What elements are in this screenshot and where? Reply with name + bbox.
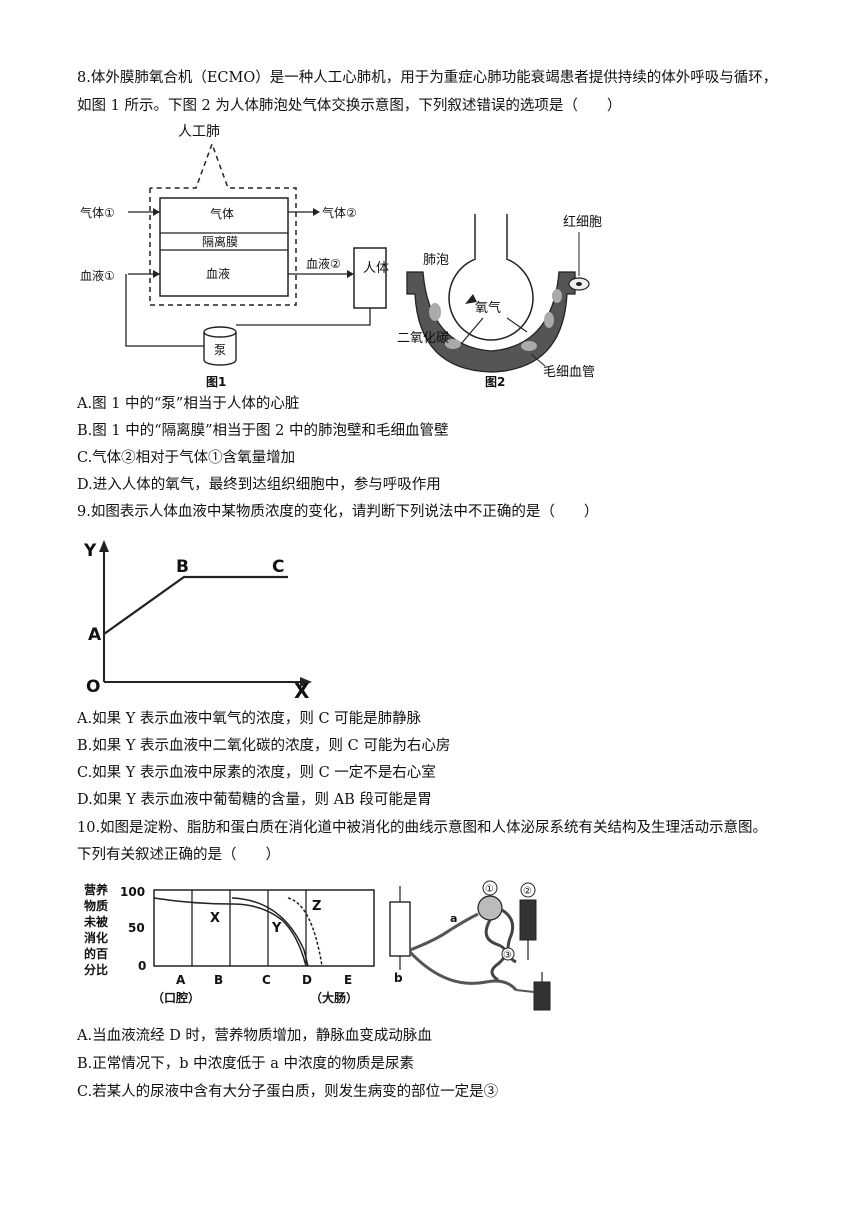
svg-text:B: B xyxy=(214,973,223,987)
label-gas-out: 气体② xyxy=(322,205,357,220)
curve-y xyxy=(231,897,309,967)
label-a: a xyxy=(450,912,457,925)
curve-x xyxy=(153,897,307,967)
glomerulus xyxy=(477,895,503,921)
x-note-mouth: （口腔） xyxy=(152,990,200,1005)
graph-origin-label: O xyxy=(86,677,100,697)
point-a-label: A xyxy=(88,625,102,645)
marker-3: ③ xyxy=(503,950,512,961)
figure-2-caption: 图2 xyxy=(485,375,505,389)
label-curve-y: Y xyxy=(271,921,282,936)
q8-option-d: D.进入人体的氧气，最终到达组织细胞中，参与呼吸作用 xyxy=(77,477,441,493)
y-tick-100: 100 xyxy=(120,885,145,899)
svg-text:消化: 消化 xyxy=(84,930,108,945)
tube-b xyxy=(389,901,411,957)
label-gas-in: 气体① xyxy=(80,205,115,220)
q9-option-b: B.如果 Y 表示血液中二氧化碳的浓度，则 C 可能为右心房 xyxy=(77,738,451,754)
figure-kidney-nephron: b a ① ③ ② xyxy=(389,880,551,1011)
graph-x-axis-label: X xyxy=(294,679,310,702)
label-curve-x: X xyxy=(210,911,220,926)
label-blood-in: 血液① xyxy=(80,268,115,283)
label-curve-z: Z xyxy=(312,899,321,914)
svg-text:分比: 分比 xyxy=(84,962,108,977)
label-b: b xyxy=(394,971,403,985)
label-blood-out: 血液② xyxy=(306,256,341,271)
label-capillary: 毛细血管 xyxy=(543,365,595,380)
q9-stem: 9.如图表示人体血液中某物质浓度的变化，请判断下列说法中不正确的是（ ） xyxy=(77,504,599,520)
x-note-large-intestine: （大肠） xyxy=(310,990,358,1005)
label-co2: 二氧化碳 xyxy=(397,331,449,346)
label-chamber-blood: 血液 xyxy=(206,266,230,281)
q8-option-a: A.图 1 中的“泵”相当于人体的心脏 xyxy=(77,396,300,412)
q8-option-b: B.图 1 中的“隔离膜”相当于图 2 中的肺泡壁和毛细血管壁 xyxy=(77,423,449,439)
q8-option-c: C.气体②相对于气体①含氧量增加 xyxy=(77,450,296,466)
chart-x-ticks: A B C D E xyxy=(176,973,352,987)
tube-lower xyxy=(533,981,551,1011)
q10-stem-line2: 下列有关叙述正确的是（ ） xyxy=(77,847,280,863)
figure-q9-graph: Y O X A B C xyxy=(83,540,312,702)
svg-text:A: A xyxy=(176,973,186,987)
lung-chamber xyxy=(159,197,289,297)
q9-option-c: C.如果 Y 表示血液中尿素的浓度，则 C 一定不是右心室 xyxy=(77,765,436,781)
q8-stem-line1: 8.体外膜肺氧合机（ECMO）是一种人工心肺机，用于为重症心肺功能衰竭患者提供持… xyxy=(77,70,778,86)
figure-2-alveolus: 红细胞 肺泡 氧气 二氧化碳 毛细血管 图2 xyxy=(397,214,602,389)
point-b-label: B xyxy=(176,557,189,577)
graph-y-axis-label: Y xyxy=(83,541,97,561)
figure-1-ecmo: 人工肺 气体 隔离膜 血液 气体① 气体② 血液① 血液② 人体 泵 图1 xyxy=(80,124,389,389)
q8-stem-line2: 如图 1 所示。下图 2 为人体肺泡处气体交换示意图，下列叙述错误的选项是（ ） xyxy=(77,98,622,114)
point-c-label: C xyxy=(272,557,284,577)
svg-text:营养: 营养 xyxy=(84,882,108,897)
svg-text:未被: 未被 xyxy=(83,914,109,929)
q9-option-a: A.如果 Y 表示血液中氧气的浓度，则 C 可能是肺静脉 xyxy=(77,711,422,727)
body-box xyxy=(353,247,387,309)
label-rbc: 红细胞 xyxy=(563,214,602,230)
figure-digestion-chart: 营养 物质 未被 消化 的百 分比 100 50 0 X Y Z A B C D… xyxy=(83,882,375,1005)
artificial-lung-outline xyxy=(149,141,297,306)
marker-2: ② xyxy=(523,886,532,897)
chart-frame xyxy=(153,889,375,967)
svg-text:物质: 物质 xyxy=(84,898,108,913)
y-tick-50: 50 xyxy=(128,921,145,935)
label-oxygen: 氧气 xyxy=(475,300,501,316)
tube-2 xyxy=(519,899,537,941)
q10-stem-line1: 10.如图是淀粉、脂肪和蛋白质在消化道中被消化的曲线示意图和人体泌尿系统有关结构… xyxy=(77,820,768,836)
y-tick-0: 0 xyxy=(138,959,146,973)
curve-z xyxy=(287,897,323,967)
label-alveolus: 肺泡 xyxy=(423,253,449,268)
svg-text:的百: 的百 xyxy=(84,946,108,961)
figure-1-caption: 图1 xyxy=(206,375,226,389)
q10-option-c: C.若某人的尿液中含有大分子蛋白质，则发生病变的部位一定是③ xyxy=(77,1084,499,1100)
svg-text:E: E xyxy=(344,973,352,987)
marker-1: ① xyxy=(485,884,494,895)
svg-text:D: D xyxy=(302,973,312,987)
concentration-line xyxy=(103,575,288,635)
label-body: 人体 xyxy=(363,261,389,276)
q10-option-a: A.当血液流经 D 时，营养物质增加，静脉血变成动脉血 xyxy=(77,1028,432,1044)
label-membrane: 隔离膜 xyxy=(202,234,238,249)
label-artificial-lung: 人工肺 xyxy=(178,124,220,140)
chart-y-label: 营养 物质 未被 消化 的百 分比 xyxy=(83,882,109,977)
label-chamber-gas: 气体 xyxy=(210,206,234,221)
label-pump: 泵 xyxy=(214,343,226,357)
q9-option-d: D.如果 Y 表示血液中葡萄糖的含量，则 AB 段可能是胃 xyxy=(77,792,432,808)
svg-text:C: C xyxy=(262,973,271,987)
q10-option-b: B.正常情况下，b 中浓度低于 a 中浓度的物质是尿素 xyxy=(77,1056,415,1072)
